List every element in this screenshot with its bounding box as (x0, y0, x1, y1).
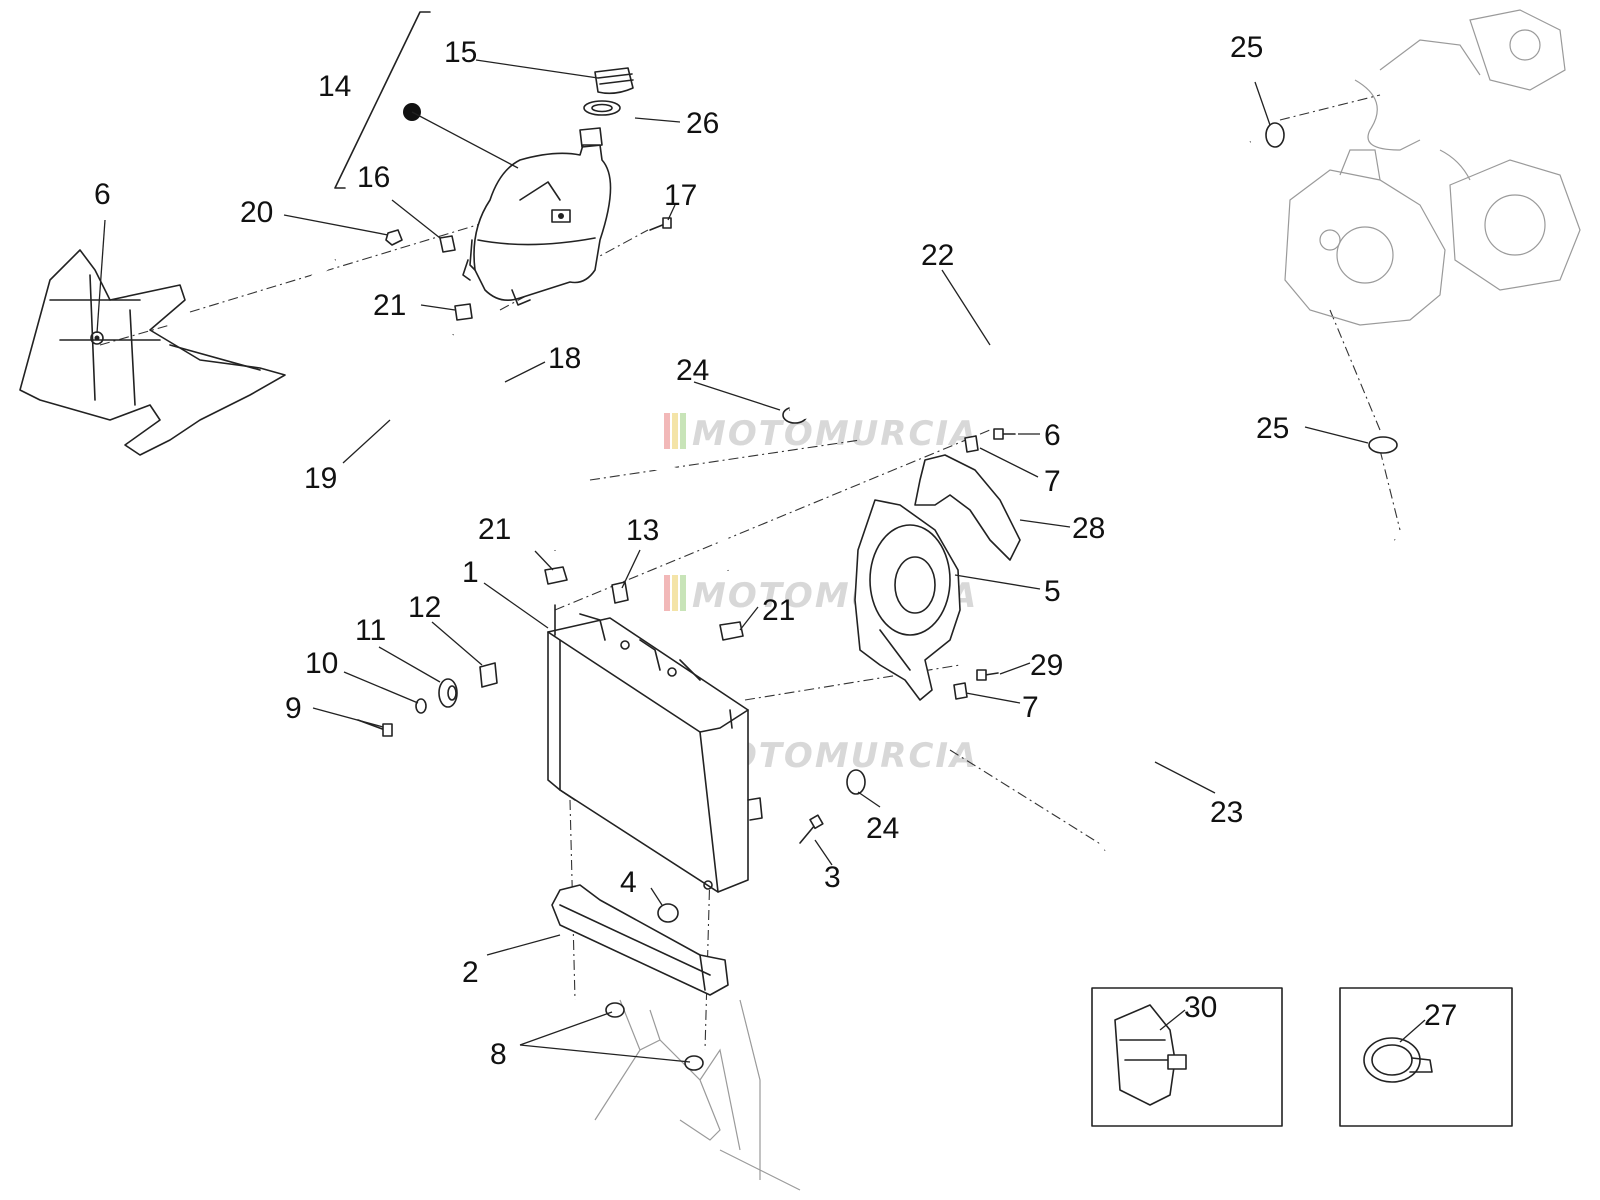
callout-21-right: 21 (762, 594, 795, 627)
callout-18: 18 (548, 342, 581, 375)
hose-23 (1097, 531, 1462, 859)
callout-2: 2 (462, 956, 479, 989)
spacer-12 (479, 662, 498, 688)
inset-box-27 (1339, 987, 1513, 1127)
frame-bottom (594, 999, 801, 1191)
cap-seal (583, 100, 621, 116)
nut-20 (385, 229, 403, 246)
callout-3: 3 (824, 861, 841, 894)
nut-21-right (719, 621, 744, 641)
group-bracket-14 (334, 11, 431, 189)
fan-cover-28 (914, 454, 1021, 561)
callout-10: 10 (305, 647, 338, 680)
callout-9: 9 (285, 692, 302, 725)
callout-17: 17 (664, 179, 697, 212)
hose-19 (295, 256, 732, 571)
tank-cap (594, 67, 634, 95)
callout-26: 26 (686, 107, 719, 140)
screw-3 (799, 814, 824, 844)
callout-7-top: 7 (1044, 465, 1061, 498)
watermark-text: MOTOMURCIA (692, 414, 978, 454)
callout-24-bottom: 24 (866, 812, 899, 845)
callout-14: 14 (318, 70, 351, 103)
hose-18 (445, 333, 559, 551)
callout-16: 16 (357, 161, 390, 194)
screw-17 (649, 217, 672, 231)
callout-6-right: 6 (1044, 419, 1061, 452)
clamp-25-middle (1368, 436, 1398, 454)
callout-11: 11 (355, 614, 386, 647)
callout-6-left: 6 (94, 178, 111, 211)
clamp-25-top (1265, 122, 1285, 148)
callout-19: 19 (304, 462, 337, 495)
callout-22: 22 (921, 239, 954, 272)
nut-21-left (544, 566, 568, 585)
fan-5 (854, 499, 961, 701)
hose-22 (788, 132, 1256, 422)
engine-cylinder-head (1284, 9, 1581, 326)
callout-28: 28 (1072, 512, 1105, 545)
clip-7-top (964, 435, 979, 453)
lower-cover-2 (551, 884, 729, 996)
clamp-24-bottom (846, 769, 866, 795)
callout-21-left: 21 (478, 513, 511, 546)
callout-8: 8 (490, 1038, 507, 1071)
callout-1: 1 (462, 556, 479, 589)
callout-13: 13 (626, 514, 659, 547)
bolt-9 (357, 719, 393, 737)
callout-25-middle: 25 (1256, 412, 1289, 445)
callout-25-top: 25 (1230, 31, 1263, 64)
callout-15: 15 (444, 36, 477, 69)
callout-30: 30 (1184, 991, 1217, 1024)
grommet-11 (438, 678, 458, 708)
rubber-mount-8-right (684, 1055, 704, 1071)
leader-lines (96, 59, 1426, 1063)
callout-21-top: 21 (373, 289, 406, 322)
screw-6-right (993, 428, 1016, 440)
assembly-lines (99, 94, 1401, 1051)
callout-7-bottom: 7 (1022, 691, 1039, 724)
grommet-4 (657, 903, 679, 923)
clip-16 (439, 235, 456, 253)
callout-29: 29 (1030, 649, 1063, 682)
callout-5: 5 (1044, 575, 1061, 608)
rubber-mount-8-left (605, 1002, 625, 1018)
callout-12: 12 (408, 591, 441, 624)
screw-29 (976, 669, 999, 681)
expansion-tank (462, 127, 612, 306)
callout-4: 4 (620, 866, 637, 899)
washer-10 (415, 698, 427, 714)
callout-27: 27 (1424, 999, 1457, 1032)
callout-23: 23 (1210, 796, 1243, 829)
radiator (547, 604, 763, 893)
callout-24-top: 24 (676, 354, 709, 387)
clip-13 (611, 581, 629, 604)
clamp-21-top (454, 303, 473, 321)
watermark-top: MOTOMURCIA (664, 413, 978, 454)
callout-labels: 15 14 26 16 20 17 6 21 18 19 22 24 25 25… (94, 31, 1457, 1071)
frame-left (19, 249, 286, 456)
callout-20: 20 (240, 196, 273, 229)
clip-7-bottom (953, 682, 968, 700)
